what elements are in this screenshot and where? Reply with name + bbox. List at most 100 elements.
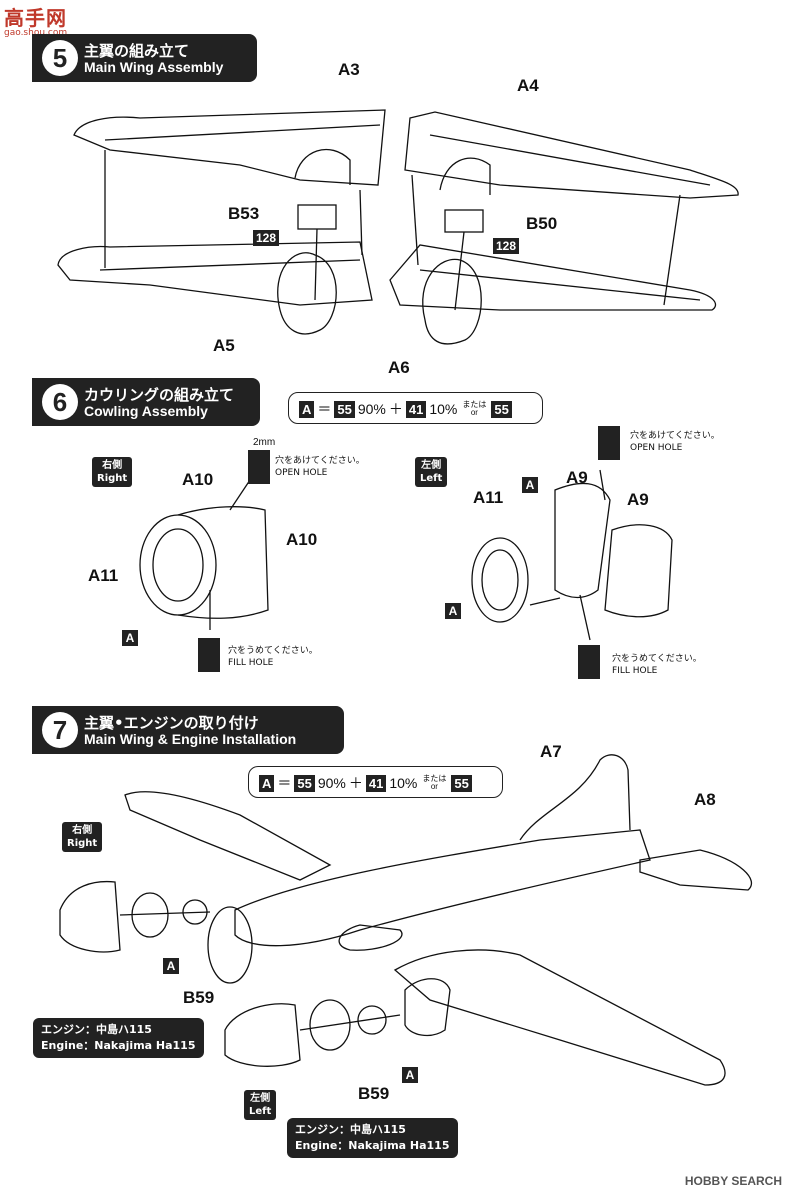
paint7-or-en: or — [430, 782, 438, 791]
paint7-c55: 55 — [294, 774, 315, 792]
paint-alt: 55 — [491, 400, 512, 418]
open-hole-jp: 穴をあけてください。 — [275, 456, 365, 466]
part-a5: A5 — [213, 336, 235, 355]
paint7-p10: 10% — [389, 775, 418, 791]
label7-left-jp: 左側 — [250, 1093, 271, 1104]
wing-plates-drawing — [104, 150, 681, 311]
wing-upper-left-drawing — [73, 109, 386, 186]
fill-hole-jp-left: 穴をうめてください。 — [612, 654, 702, 664]
label-right-step7: 右側 Right — [62, 822, 103, 852]
fill-hole-note-left: 穴をうめてください。 FILL HOLE — [612, 653, 702, 677]
label-right-jp: 右側 — [102, 460, 123, 471]
watermark: 高手网 gao.shou.com — [4, 2, 67, 38]
open-hole-jp-left: 穴をあけてください。 — [630, 431, 720, 441]
paint-plus: ＋ — [388, 401, 403, 417]
part-a10-right: A10 — [286, 530, 318, 549]
part-b59-top: B59 — [183, 988, 215, 1007]
open-hole-icon-left — [598, 426, 620, 460]
ref-128-right: 128 — [493, 238, 520, 254]
step5-title-en: Main Wing Assembly — [84, 59, 224, 75]
part-b50: B50 — [526, 214, 558, 233]
paint-a: A — [299, 400, 315, 418]
fill-hole-icon-right — [198, 638, 220, 672]
paint-callout-a-step7-right: A — [163, 958, 179, 974]
fill-hole-en-left: FILL HOLE — [612, 666, 658, 676]
label-right-en: Right — [97, 473, 128, 484]
part-a4: A4 — [517, 76, 539, 95]
step6-title-en: Cowling Assembly — [84, 403, 208, 419]
fill-hole-icon-left — [578, 645, 600, 679]
step7-title-jp: 主翼•エンジンの取り付け — [84, 714, 259, 732]
fill-hole-note-right: 穴をうめてください。 FILL HOLE — [228, 645, 318, 669]
label-left-en: Left — [420, 473, 443, 484]
paint7-p90: 90% — [317, 775, 346, 791]
wing-upper-right-drawing — [404, 111, 739, 199]
part-a6: A6 — [388, 358, 410, 377]
label-left-step7: 左側 Left — [244, 1090, 277, 1120]
label7-right-en: Right — [67, 838, 98, 849]
label-left-jp: 左側 — [421, 460, 442, 471]
engine-left-drawing — [224, 978, 451, 1067]
step7-number: 7 — [42, 712, 78, 748]
paint-eq: ＝ — [317, 401, 332, 417]
engine-label-right: エンジン：中島ハ115 Engine：Nakajima Ha115 — [33, 1018, 204, 1058]
paint-or-en: or — [470, 408, 478, 417]
part-a7: A7 — [540, 742, 562, 761]
paint7-eq: ＝ — [277, 775, 292, 791]
paint7-alt: 55 — [451, 774, 472, 792]
watermark-text: 高手网 — [4, 6, 67, 30]
engine-label-left: エンジン：中島ハ115 Engine：Nakajima Ha115 — [287, 1118, 458, 1158]
paint7-plus: ＋ — [348, 775, 363, 791]
part-a9-right: A9 — [627, 490, 649, 509]
cowling-left-drawing — [471, 469, 673, 641]
fill-hole-jp: 穴をうめてください。 — [228, 646, 318, 656]
paint-callout-a-step7-left: A — [402, 1067, 418, 1083]
paint7-a: A — [259, 774, 275, 792]
paint7-or-jp: または — [422, 774, 447, 783]
footer-brand: HOBBY SEARCH — [684, 1174, 782, 1188]
step6-title-jp: カウリングの組み立て — [84, 386, 235, 404]
step7-title-en: Main Wing & Engine Installation — [84, 731, 297, 747]
paint-p90: 90% — [357, 401, 386, 417]
paint-p10: 10% — [429, 401, 458, 417]
step5-number: 5 — [42, 40, 78, 76]
part-a10-top: A10 — [182, 470, 214, 489]
paint-c41: 41 — [405, 400, 427, 418]
open-hole-en: OPEN HOLE — [275, 468, 328, 478]
engine-right-en: Engine：Nakajima Ha115 — [41, 1039, 196, 1052]
engine-right-drawing — [59, 880, 211, 953]
engine-right-jp: エンジン：中島ハ115 — [41, 1023, 152, 1036]
paint-callout-a-step6-right: A — [122, 630, 138, 646]
part-a3: A3 — [338, 60, 360, 79]
drill-size: 2mm — [253, 437, 276, 448]
part-a9-top: A9 — [566, 468, 588, 487]
wing-lower-right-drawing — [389, 244, 717, 345]
label-left-step6: 左側 Left — [415, 457, 448, 487]
part-b59-bottom: B59 — [358, 1084, 390, 1103]
paint-c55: 55 — [334, 400, 355, 418]
step5-title-jp: 主翼の組み立て — [84, 42, 190, 60]
label7-right-jp: 右側 — [72, 825, 93, 836]
step6-header: 6 カウリングの組み立て Cowling Assembly — [32, 378, 260, 426]
aircraft-fuselage-drawing — [124, 754, 753, 1086]
engine-left-en: Engine：Nakajima Ha115 — [295, 1139, 450, 1152]
paint-callout-a-step6-left-bottom: A — [445, 603, 461, 619]
part-a11-right: A11 — [473, 488, 504, 507]
step5-header: 5 主翼の組み立て Main Wing Assembly — [32, 34, 257, 82]
open-hole-note-right: 穴をあけてください。 OPEN HOLE — [275, 455, 365, 479]
step6-number: 6 — [42, 384, 78, 420]
open-hole-note-left: 穴をあけてください。 OPEN HOLE — [630, 430, 720, 454]
label7-left-en: Left — [249, 1106, 272, 1117]
part-a8: A8 — [694, 790, 716, 809]
part-b53: B53 — [228, 204, 260, 223]
step7-header: 7 主翼•エンジンの取り付け Main Wing & Engine Instal… — [32, 706, 344, 754]
open-hole-icon-right — [248, 450, 270, 484]
fill-hole-en: FILL HOLE — [228, 658, 274, 668]
paint-or-jp: または — [462, 400, 487, 409]
label-right-step6: 右側 Right — [92, 457, 133, 487]
ref-128-left: 128 — [253, 230, 280, 246]
paint-callout-a-step6-left-top: A — [522, 477, 538, 493]
